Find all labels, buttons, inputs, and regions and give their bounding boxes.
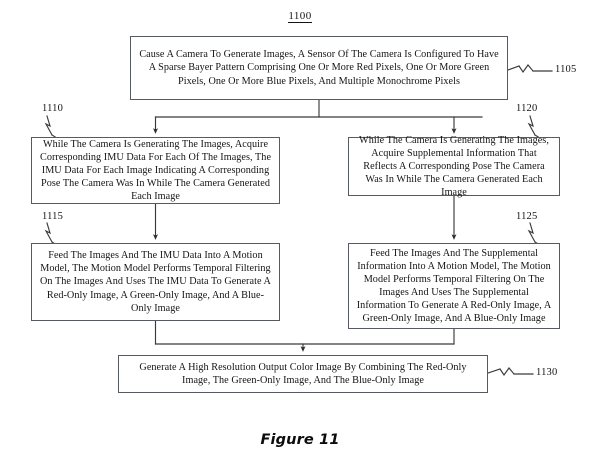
flow-step-1115-text: Feed The Images And The IMU Data Into A … xyxy=(40,250,271,314)
flow-step-1130: Generate A High Resolution Output Color … xyxy=(118,355,488,393)
flow-step-1130-text: Generate A High Resolution Output Color … xyxy=(139,361,467,386)
flow-step-1120-text: While The Camera Is Generating The Image… xyxy=(359,134,549,199)
flow-step-1125-text: Feed The Images And The Supplemental Inf… xyxy=(356,247,552,325)
leader-1120-bolt xyxy=(527,115,536,136)
leader-1130-a xyxy=(487,368,501,374)
leader-1115-bolt xyxy=(44,222,53,243)
reference-numeral-1130: 1130 xyxy=(536,367,558,378)
leader-1105-zigzag xyxy=(518,64,534,74)
figure-caption: Figure 11 xyxy=(260,432,340,448)
reference-numeral-1115: 1115 xyxy=(42,211,64,222)
reference-numeral-1120: 1120 xyxy=(516,103,538,114)
figure-reference-number-text: 1100 xyxy=(288,10,312,23)
flow-step-1125: Feed The Images And The Supplemental Inf… xyxy=(348,243,560,329)
flow-step-1105: Cause A Camera To Generate Images, A Sen… xyxy=(130,36,508,100)
leader-1125-bolt xyxy=(527,222,536,243)
reference-numeral-1105: 1105 xyxy=(555,64,577,75)
leader-1110-bolt xyxy=(44,115,53,136)
figure-reference-number: 1100 xyxy=(0,10,600,23)
flow-step-1105-text: Cause A Camera To Generate Images, A Sen… xyxy=(139,49,499,87)
leader-1130-zigzag xyxy=(499,367,515,377)
flow-step-1115: Feed The Images And The IMU Data Into A … xyxy=(31,243,280,321)
reference-numeral-1110: 1110 xyxy=(42,103,64,114)
leader-1105-a xyxy=(507,65,520,71)
flow-step-1110-text: While The Camera Is Generating The Image… xyxy=(39,138,272,203)
flow-step-1110: While The Camera Is Generating The Image… xyxy=(31,137,280,204)
flow-step-1120: While The Camera Is Generating The Image… xyxy=(348,134,560,199)
reference-numeral-1125: 1125 xyxy=(516,211,538,222)
